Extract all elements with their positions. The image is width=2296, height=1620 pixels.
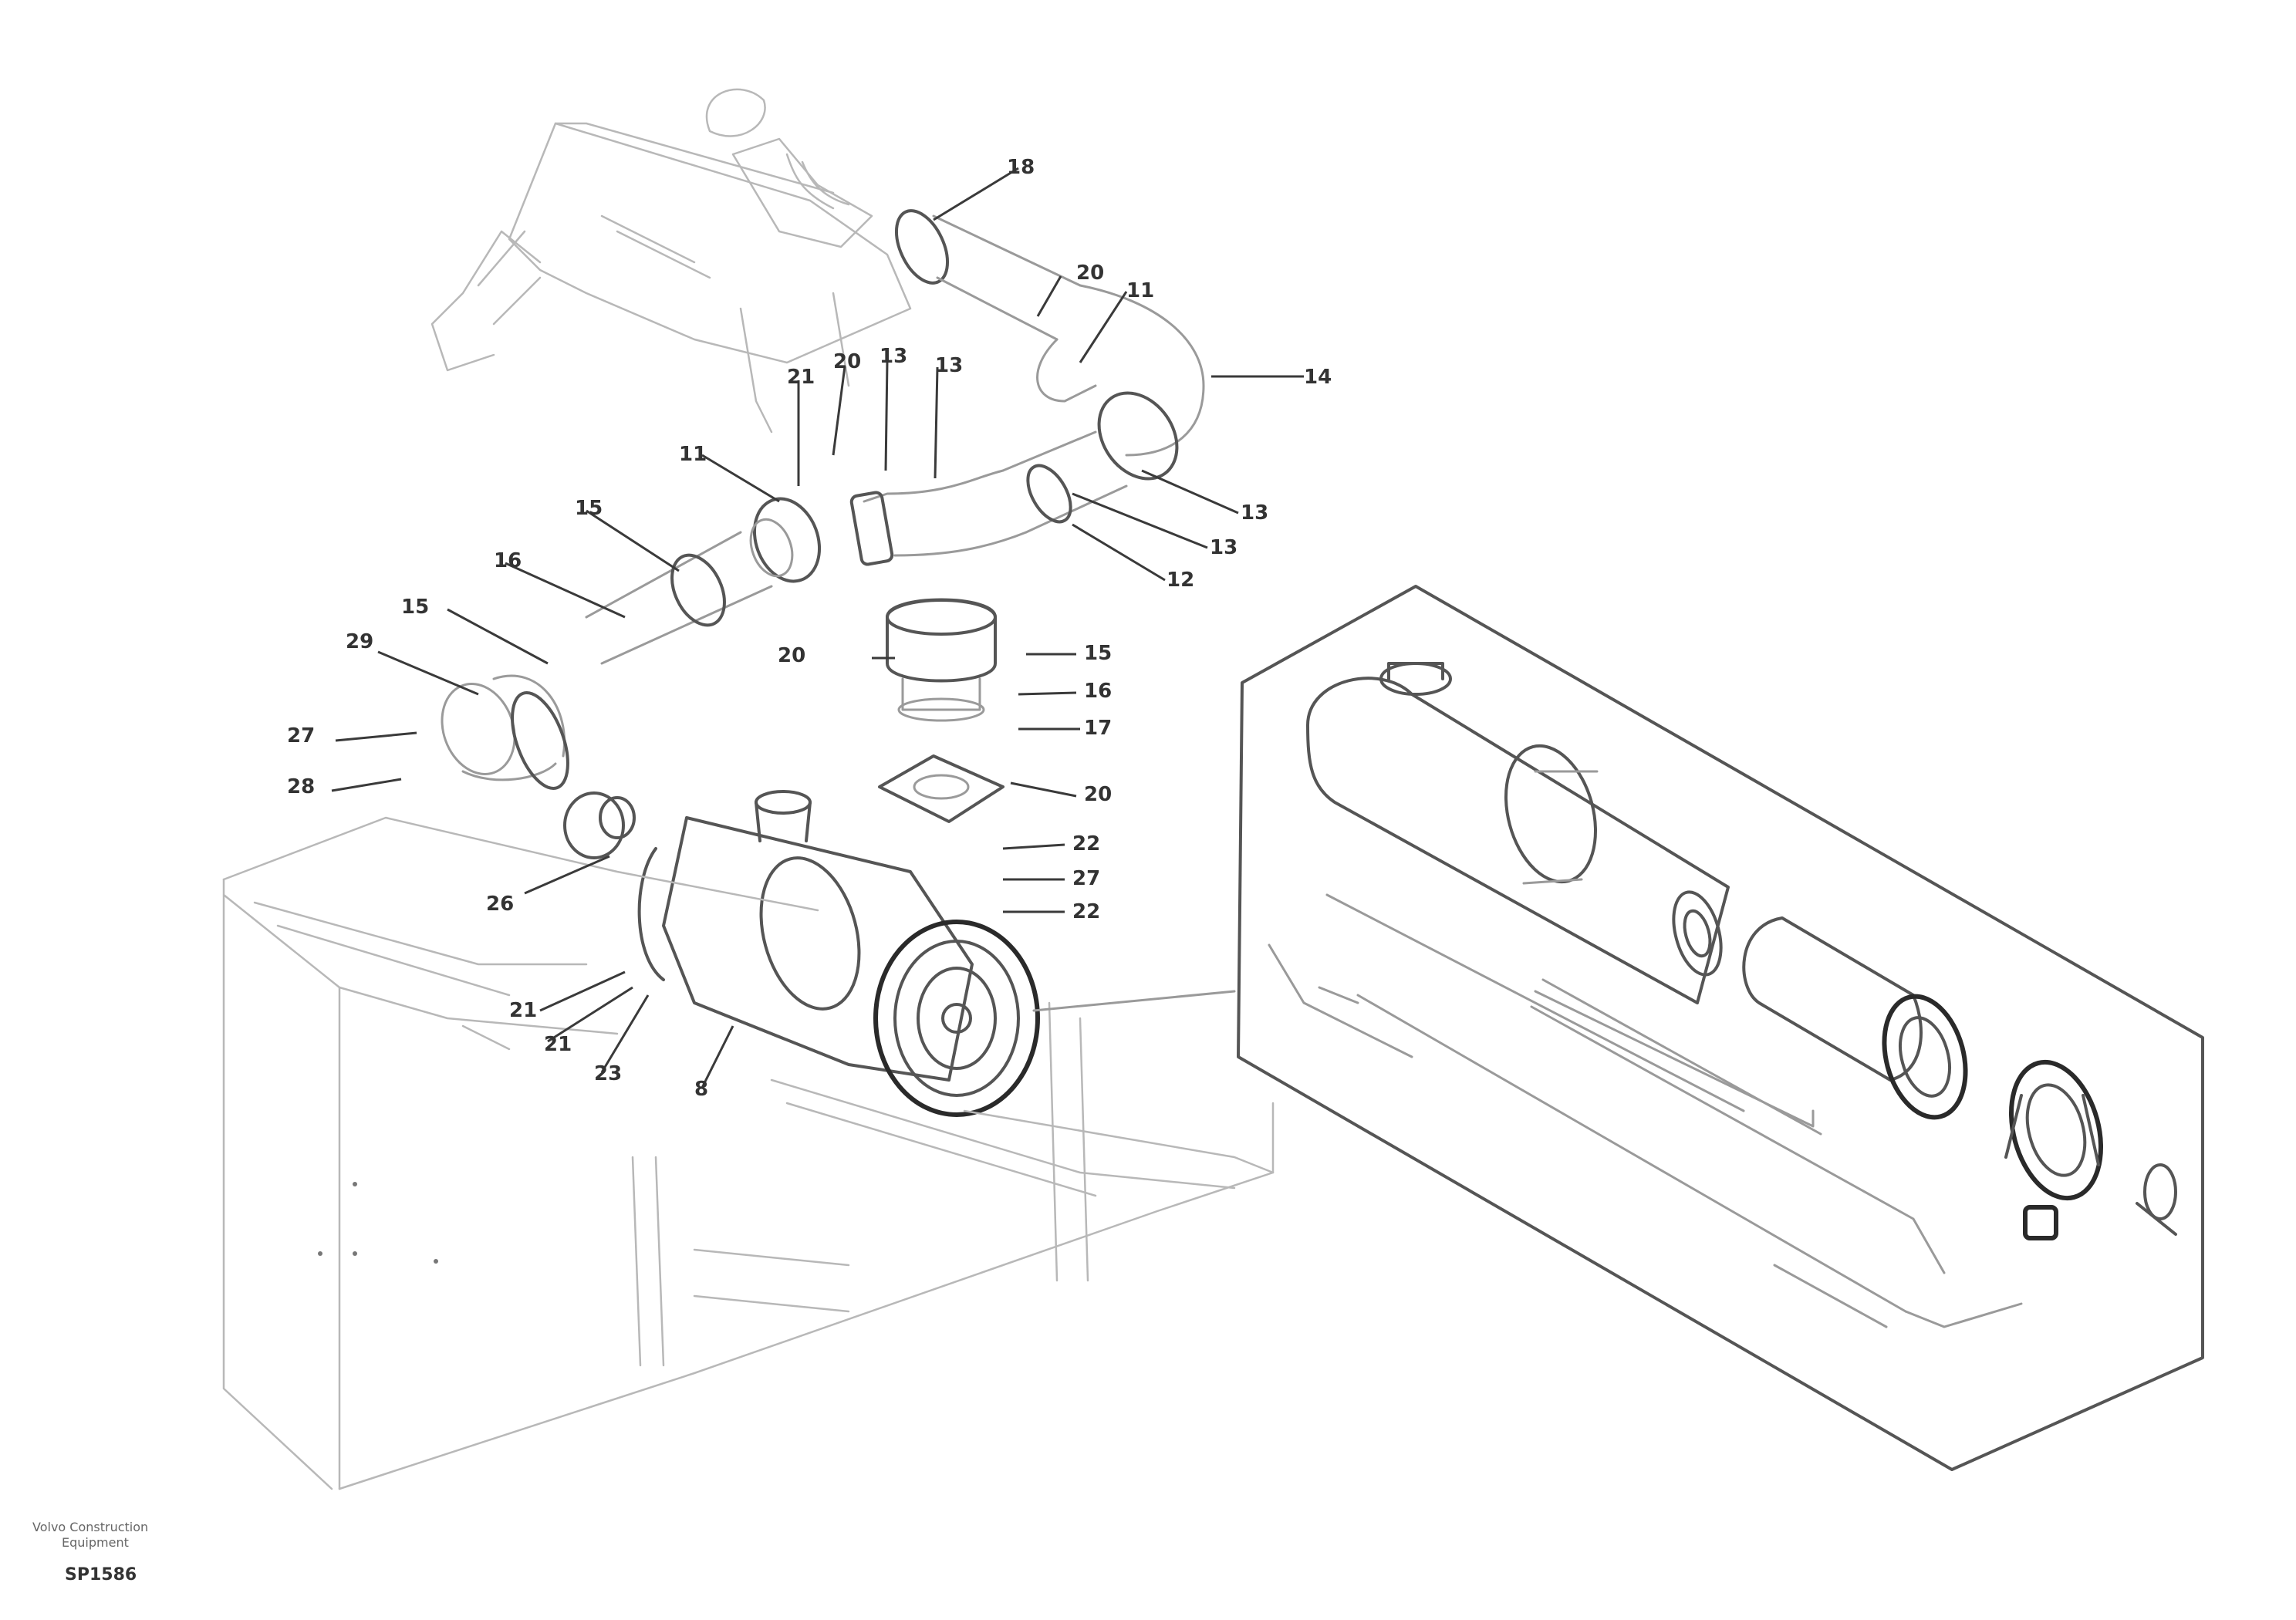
callout-label: 14 <box>1304 366 1332 389</box>
callout-label: 16 <box>494 549 522 572</box>
drawing-reference: Volvo Construction Equipment SP1586 <box>32 1520 148 1585</box>
upper-intake-pipes <box>441 209 1205 859</box>
callout-label: 29 <box>346 630 373 653</box>
inset-link-line <box>1032 990 1236 1012</box>
callout-label: 13 <box>880 345 907 368</box>
callout-label: 11 <box>1126 279 1154 302</box>
callout-label: 22 <box>1072 832 1100 856</box>
mounting-frame-outline <box>222 816 1275 1490</box>
callout-label: 21 <box>509 999 537 1022</box>
callout-label: 17 <box>1084 717 1112 740</box>
reference-code: SP1586 <box>65 1565 137 1585</box>
callout-label: 22 <box>1072 900 1100 923</box>
callout-label: 21 <box>787 366 815 389</box>
callout-label: 20 <box>1076 262 1104 285</box>
callout-label: 26 <box>486 893 514 916</box>
callout-label: 28 <box>287 775 315 798</box>
callout-label: 23 <box>594 1062 622 1085</box>
callout-label: 15 <box>575 497 603 520</box>
filter-detail-inset <box>1237 585 2204 1471</box>
callout-label: 11 <box>679 443 707 466</box>
callout-label: 15 <box>1084 642 1112 665</box>
callout-label: 20 <box>778 644 805 667</box>
callout-label: 27 <box>1072 867 1100 890</box>
callout-label: 13 <box>1210 536 1237 559</box>
precleaner-center-parts <box>878 598 1004 823</box>
callout-label: 13 <box>935 354 963 377</box>
callout-label: 27 <box>287 724 315 748</box>
callout-label: 12 <box>1167 569 1194 592</box>
callout-label: 20 <box>1084 783 1112 806</box>
callout-label: 21 <box>544 1033 572 1056</box>
engine-block-outline <box>430 88 912 434</box>
callout-label: 13 <box>1241 501 1268 525</box>
callout-leaders <box>331 167 1304 1088</box>
reference-line-2: Equipment <box>62 1535 129 1550</box>
callout-label: 16 <box>1084 680 1112 703</box>
callout-label: 18 <box>1007 156 1035 179</box>
callout-labels: 18 20 11 14 21 20 13 13 11 13 13 12 8 15… <box>287 156 1332 1101</box>
callout-label: 20 <box>833 350 861 373</box>
reference-line-1: Volvo Construction <box>32 1520 148 1534</box>
callout-label: 15 <box>401 596 429 619</box>
air-cleaner-housing <box>637 790 1040 1117</box>
callout-label: 8 <box>694 1078 708 1101</box>
